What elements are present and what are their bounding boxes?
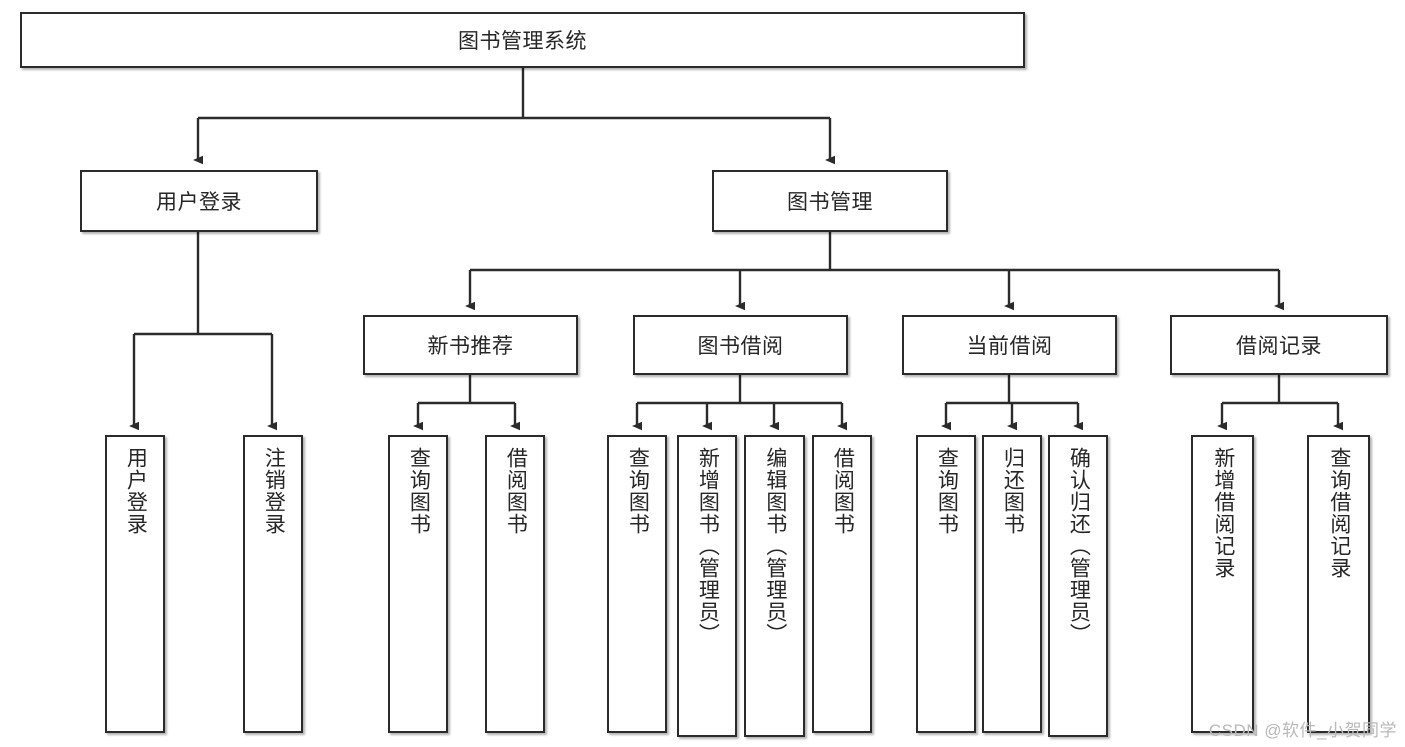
node-leaf-confirm-return-label: 确认归还（管理员） [1067, 447, 1091, 645]
node-leaf-return-book-label: 归还图书 [1001, 447, 1025, 535]
node-book-manage[interactable]: 图书管理 [712, 170, 948, 232]
node-leaf-user-login[interactable]: 用户登录 [105, 435, 165, 733]
node-user-login-label: 用户登录 [156, 191, 242, 214]
node-root[interactable]: 图书管理系统 [20, 12, 1025, 68]
node-leaf-user-logout[interactable]: 注销登录 [243, 435, 303, 733]
node-book-manage-label: 图书管理 [787, 191, 873, 214]
node-leaf-query-book-3-label: 查询图书 [935, 447, 959, 535]
node-leaf-borrow-book-2-label: 借阅图书 [831, 447, 855, 535]
node-current-borrow[interactable]: 当前借阅 [902, 315, 1117, 375]
node-leaf-query-book-1-label: 查询图书 [407, 447, 431, 535]
node-leaf-edit-book-label: 编辑图书（管理员） [763, 447, 787, 645]
node-leaf-query-book-2[interactable]: 查询图书 [607, 435, 667, 733]
node-new-book-rec[interactable]: 新书推荐 [363, 315, 578, 375]
node-current-borrow-label: 当前借阅 [966, 335, 1053, 358]
node-leaf-edit-book[interactable]: 编辑图书（管理员） [744, 435, 805, 737]
node-root-label: 图书管理系统 [458, 30, 587, 53]
node-book-borrow[interactable]: 图书借阅 [633, 315, 848, 375]
node-leaf-return-book[interactable]: 归还图书 [982, 435, 1042, 733]
node-leaf-borrow-book-1[interactable]: 借阅图书 [485, 435, 545, 733]
node-borrow-record[interactable]: 借阅记录 [1170, 315, 1388, 375]
node-leaf-borrow-book-1-label: 借阅图书 [504, 447, 528, 535]
node-leaf-user-login-label: 用户登录 [124, 447, 148, 535]
node-leaf-query-book-3[interactable]: 查询图书 [916, 435, 976, 733]
node-book-borrow-label: 图书借阅 [697, 335, 784, 358]
node-leaf-query-book-1[interactable]: 查询图书 [388, 435, 448, 733]
watermark-text: CSDN @软件_小贺同学 [1208, 721, 1397, 740]
node-leaf-borrow-book-2[interactable]: 借阅图书 [812, 435, 872, 733]
node-leaf-add-book[interactable]: 新增图书（管理员） [677, 435, 737, 737]
node-leaf-add-record[interactable]: 新增借阅记录 [1191, 435, 1254, 733]
node-leaf-query-record-label: 查询借阅记录 [1327, 447, 1351, 579]
node-user-login[interactable]: 用户登录 [80, 170, 318, 232]
node-leaf-add-record-label: 新增借阅记录 [1211, 447, 1235, 579]
node-borrow-record-label: 借阅记录 [1236, 335, 1322, 358]
node-leaf-query-book-2-label: 查询图书 [626, 447, 650, 535]
node-leaf-confirm-return[interactable]: 确认归还（管理员） [1048, 435, 1108, 737]
node-leaf-user-logout-label: 注销登录 [262, 447, 286, 535]
node-new-book-rec-label: 新书推荐 [427, 335, 514, 358]
node-leaf-query-record[interactable]: 查询借阅记录 [1307, 435, 1370, 733]
node-leaf-add-book-label: 新增图书（管理员） [696, 447, 720, 645]
